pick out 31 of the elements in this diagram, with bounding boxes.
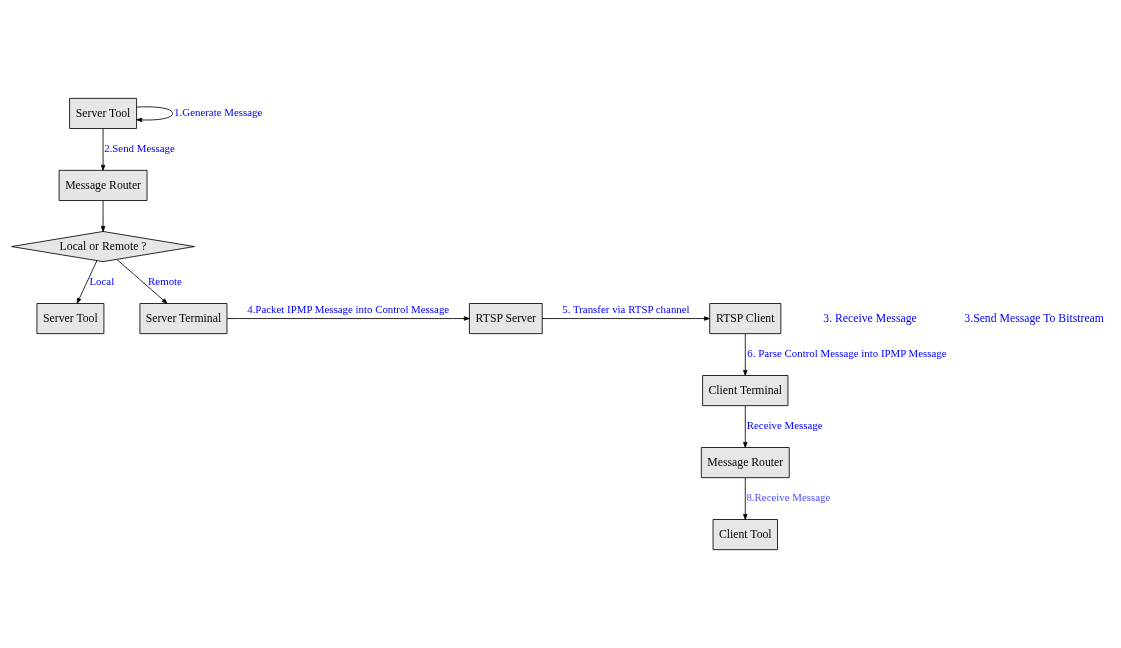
arrow — [136, 106, 173, 123]
arrow — [743, 333, 748, 376]
edge-label: Receive Message — [746, 419, 823, 432]
node-box: Server Terminal — [139, 303, 228, 335]
arrow — [743, 477, 748, 520]
edge-label: 5. Transfer via RTSP channel — [562, 303, 690, 316]
edge-label: 8.Receive Message — [746, 491, 831, 504]
node-box: Server Tool — [36, 303, 105, 335]
arrow — [743, 405, 748, 448]
arrow — [76, 260, 98, 304]
arrow — [116, 259, 168, 304]
node-box: Server Tool — [69, 97, 137, 129]
arrow — [100, 200, 106, 232]
label: 3. Receive Message — [823, 311, 917, 325]
label: 3.Send Message To Bitstream — [964, 311, 1104, 325]
edge-label: 4.Packet IPMP Message into Control Message — [247, 303, 450, 316]
node-box: Client Terminal — [702, 375, 789, 407]
edge-label: Local — [89, 275, 115, 288]
edge-label: 2.Send Message — [104, 142, 175, 155]
node-box: Message Router — [58, 169, 148, 201]
node-box: RTSP Server — [468, 303, 543, 335]
arrow — [100, 128, 106, 171]
edge-label: Remote — [148, 275, 182, 288]
arrow — [226, 316, 470, 321]
arrow — [542, 316, 710, 321]
edge-label: 1.Generate Message — [174, 106, 263, 119]
node-box: Message Router — [700, 447, 790, 479]
node-box: Client Tool — [712, 519, 778, 551]
node-box: RTSP Client — [709, 303, 782, 335]
edge-label: 6. Parse Control Message into IPMP Message — [747, 347, 947, 360]
node-diamond: Local or Remote ? — [11, 231, 195, 263]
